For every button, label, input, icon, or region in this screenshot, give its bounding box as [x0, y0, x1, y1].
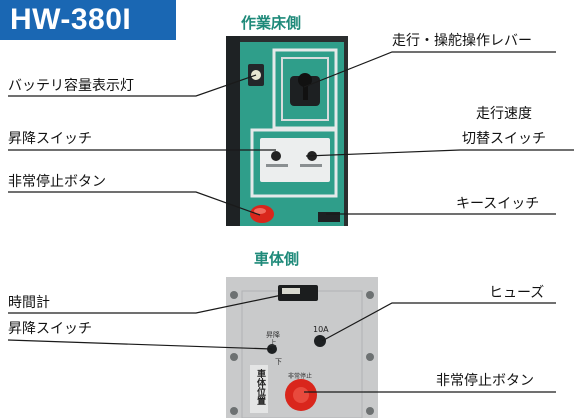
leader-hour-meter — [8, 294, 283, 314]
panel-lift-down: 下 — [275, 358, 282, 366]
label-fuse: ヒューズ — [489, 285, 545, 301]
work-platform-title: 作業床側 — [241, 14, 302, 32]
label-key-switch: キースイッチ — [456, 196, 540, 212]
panel-fuse-rating: 10A — [313, 325, 329, 334]
leader-emergency-platform — [8, 191, 261, 216]
model-badge: HW-380I — [0, 0, 176, 40]
panel-lift-caption: 昇降 — [266, 331, 280, 339]
vehicle-side-title: 車体側 — [254, 250, 300, 268]
leader-fuse — [321, 302, 556, 342]
vehicle-side-panel: 昇降 上 下 10A 非常停止 車体位置 — [226, 277, 378, 418]
label-hour-meter: 時間計 — [8, 295, 50, 311]
panel-position-caption: 車体位置 — [255, 369, 265, 405]
leader-lift-vehicle — [7, 339, 273, 350]
panel-emergency-caption: 非常停止 — [288, 373, 313, 380]
leader-lever — [303, 51, 556, 88]
leader-battery — [8, 74, 257, 97]
work-platform-photo — [226, 36, 348, 226]
label-lift-switch-vehicle: 昇降スイッチ — [8, 321, 92, 337]
label-emergency-stop-platform: 非常停止ボタン — [8, 174, 106, 190]
panel-lift-up: 上 — [269, 339, 277, 347]
leader-speed-switch — [305, 149, 574, 157]
label-battery-indicator: バッテリ容量表示灯 — [8, 78, 134, 94]
label-speed-switch-line1: 走行速度 — [476, 106, 532, 122]
label-lift-switch-platform: 昇降スイッチ — [8, 131, 92, 147]
label-emergency-stop-vehicle: 非常停止ボタン — [436, 373, 534, 389]
label-lever: 走行・操舵操作レバー — [392, 33, 532, 49]
label-speed-switch-line2: 切替スイッチ — [462, 131, 546, 147]
